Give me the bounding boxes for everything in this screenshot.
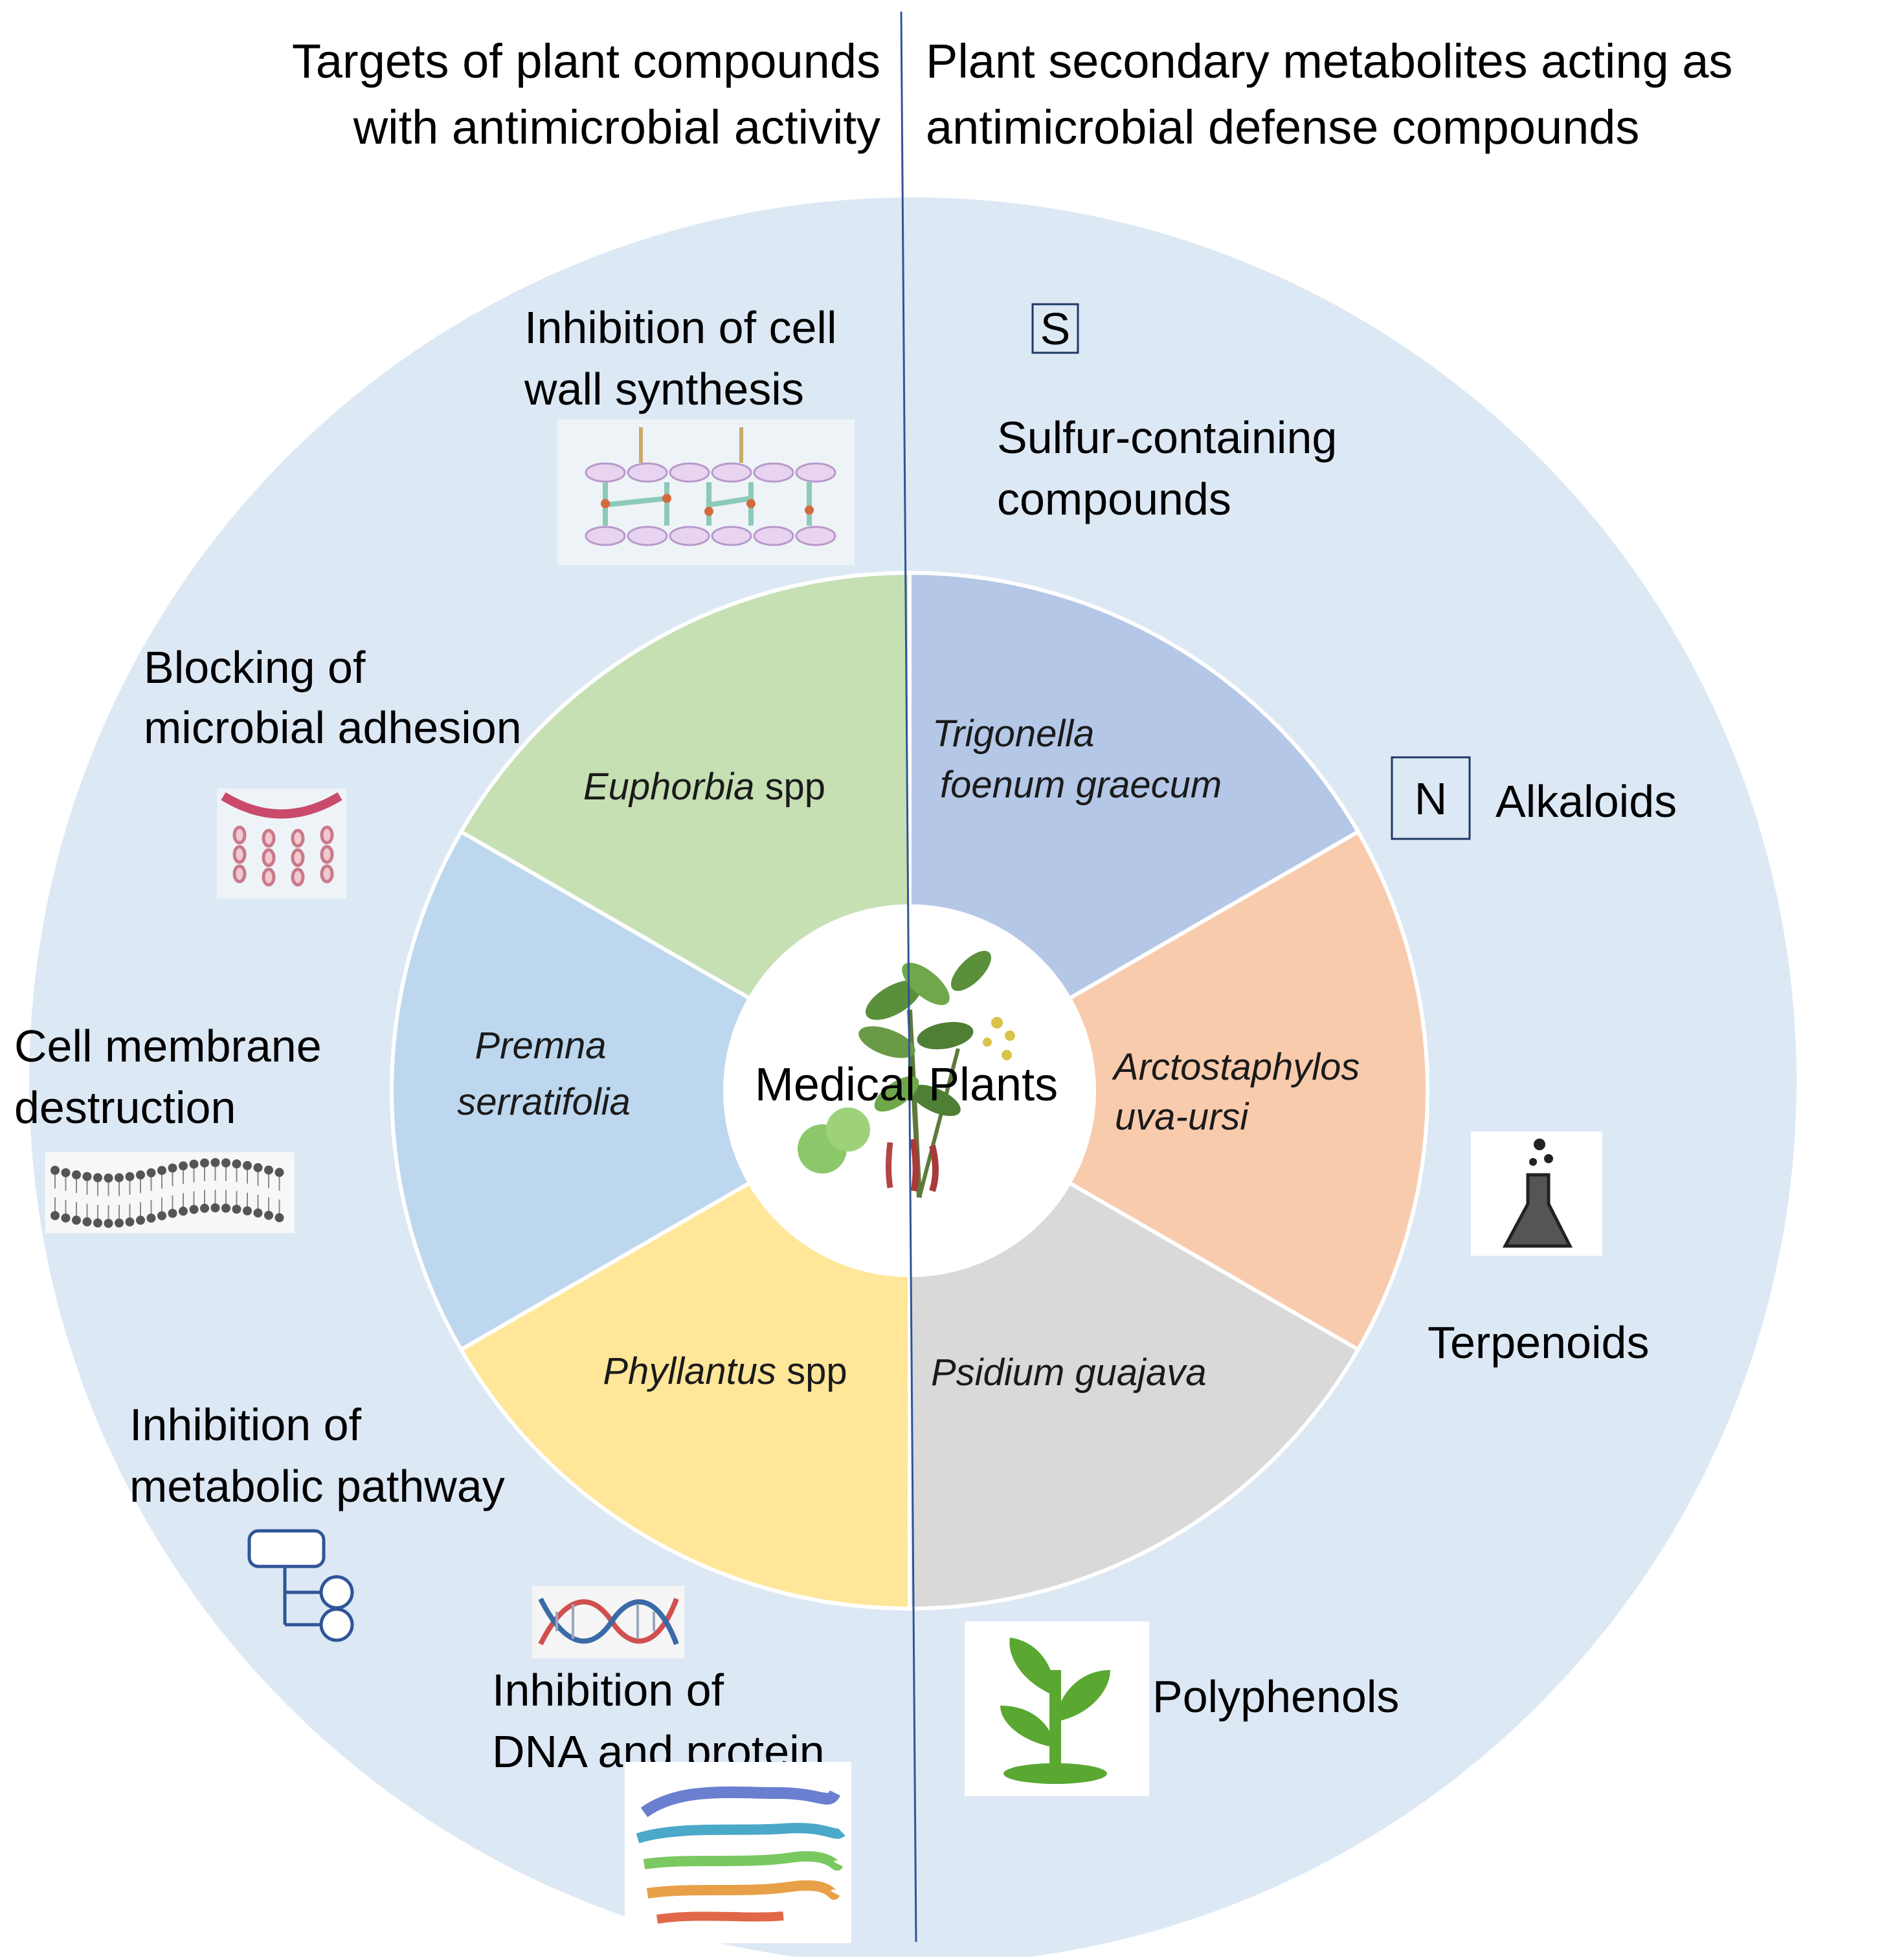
target-cell-wall-line2: wall synthesis bbox=[524, 364, 804, 414]
species-arctostaphylos-line2: uva-ursi bbox=[1115, 1096, 1249, 1138]
center-label: Medical Plants bbox=[755, 1059, 1058, 1111]
sulfur-box-letter: S bbox=[1040, 304, 1071, 354]
plant-wedges bbox=[390, 570, 1429, 1611]
adhesion-pili-icon bbox=[217, 788, 346, 898]
left-header-line1: Targets of plant compounds bbox=[292, 34, 880, 88]
right-header-line2: antimicrobial defense compounds bbox=[926, 100, 1639, 154]
species-arctostaphylos-line1: Arctostaphylos bbox=[1112, 1046, 1360, 1088]
sulfur-box bbox=[1031, 303, 1079, 354]
target-metabolic-line2: metabolic pathway bbox=[129, 1461, 505, 1511]
species-phyllantus: Phyllantus spp bbox=[603, 1350, 847, 1392]
target-membrane-line2: destruction bbox=[14, 1082, 236, 1133]
species-euphorbia: Euphorbia spp bbox=[583, 766, 825, 808]
vertical-divider bbox=[900, 11, 917, 1943]
flask-icon bbox=[1471, 1131, 1602, 1256]
pathway-flow-icon bbox=[247, 1529, 354, 1642]
right-header-line1: Plant secondary metabolites acting as bbox=[926, 34, 1732, 88]
lipid-bilayer-icon bbox=[45, 1152, 295, 1233]
species-trigonella-line1: Trigonella bbox=[932, 713, 1094, 755]
left-header-line2: with antimicrobial activity bbox=[353, 100, 880, 154]
metabolite-alkaloids: Alkaloids bbox=[1495, 776, 1677, 827]
species-psidium: Psidium guajava bbox=[931, 1352, 1207, 1394]
metabolite-sulfur-line1: Sulfur-containing bbox=[997, 412, 1337, 463]
target-cell-wall-line1: Inhibition of cell bbox=[524, 302, 837, 353]
dna-helix-icon bbox=[532, 1586, 684, 1658]
species-trigonella-line2: foenum graecum bbox=[940, 764, 1222, 806]
metabolite-sulfur-line2: compounds bbox=[997, 474, 1231, 524]
plant-illustration-icon bbox=[798, 950, 1015, 1198]
seedling-icon bbox=[965, 1621, 1149, 1796]
nitrogen-box bbox=[1391, 756, 1471, 840]
target-adhesion-line1: Blocking of bbox=[144, 642, 366, 693]
species-premna-line1: Premna bbox=[475, 1025, 606, 1067]
cell-wall-icon bbox=[557, 419, 855, 565]
target-adhesion-line2: microbial adhesion bbox=[144, 702, 522, 753]
target-membrane-line1: Cell membrane bbox=[14, 1021, 322, 1071]
protein-ribbon-icon bbox=[625, 1762, 851, 1943]
target-metabolic-line1: Inhibition of bbox=[129, 1399, 362, 1450]
target-dna-line1: Inhibition of bbox=[492, 1665, 724, 1715]
nitrogen-box-letter: N bbox=[1415, 774, 1448, 824]
metabolite-terpenoids: Terpenoids bbox=[1428, 1317, 1649, 1368]
metabolite-polyphenols: Polyphenols bbox=[1152, 1671, 1399, 1722]
species-premna-line2: serratifolia bbox=[457, 1081, 631, 1123]
